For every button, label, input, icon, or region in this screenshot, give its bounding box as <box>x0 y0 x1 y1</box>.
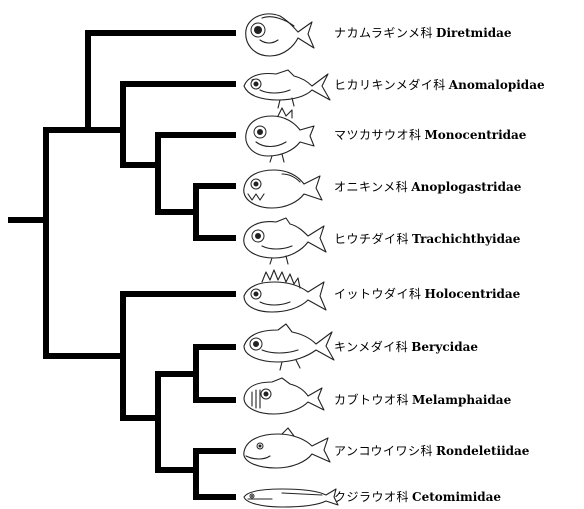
family-japanese-name: オニキンメ科 <box>334 180 408 194</box>
family-scientific-name: Anoplogastridae <box>411 180 521 194</box>
anoplogastrid-fish-icon <box>244 170 322 208</box>
trachichthyid-fish-icon <box>244 218 326 264</box>
family-japanese-name: マツカサウオ科 <box>334 128 422 142</box>
holocentrid-fish-icon <box>244 270 326 312</box>
family-scientific-name: Diretmidae <box>436 26 512 40</box>
family-japanese-name: カブトウオ科 <box>334 393 409 407</box>
cetomimid-fish-icon <box>244 489 338 507</box>
family-scientific-name: Holocentridae <box>425 287 521 301</box>
family-japanese-name: ヒカリキンメダイ科 <box>334 78 446 92</box>
family-japanese-name: ヒウチダイ科 <box>334 232 409 246</box>
family-japanese-name: ナカムラギンメ科 <box>334 26 433 40</box>
family-scientific-name: Cetomimidae <box>412 490 501 504</box>
family-scientific-name: Monocentridae <box>425 128 527 142</box>
anomalopid-fish-icon <box>244 70 330 108</box>
family-japanese-name: キンメダイ科 <box>334 340 408 354</box>
family-japanese-name: アンコウイワシ科 <box>334 444 433 458</box>
family-japanese-name: イットウダイ科 <box>334 287 422 301</box>
tree-branches <box>8 33 236 500</box>
monocentrid-fish-icon <box>246 108 314 162</box>
melamphaid-fish-icon <box>244 378 324 414</box>
family-scientific-name: Berycidae <box>411 340 478 354</box>
family-scientific-name: Melamphaidae <box>412 393 511 407</box>
family-scientific-name: Anomalopidae <box>449 78 545 92</box>
rondeletiid-fish-icon <box>244 428 330 468</box>
family-scientific-name: Rondeletiidae <box>436 444 529 458</box>
berycid-fish-icon <box>244 324 334 370</box>
family-scientific-name: Trachichthyidae <box>412 232 520 246</box>
family-japanese-name: クジラウオ科 <box>334 490 409 504</box>
diretmid-fish-icon <box>246 14 314 56</box>
